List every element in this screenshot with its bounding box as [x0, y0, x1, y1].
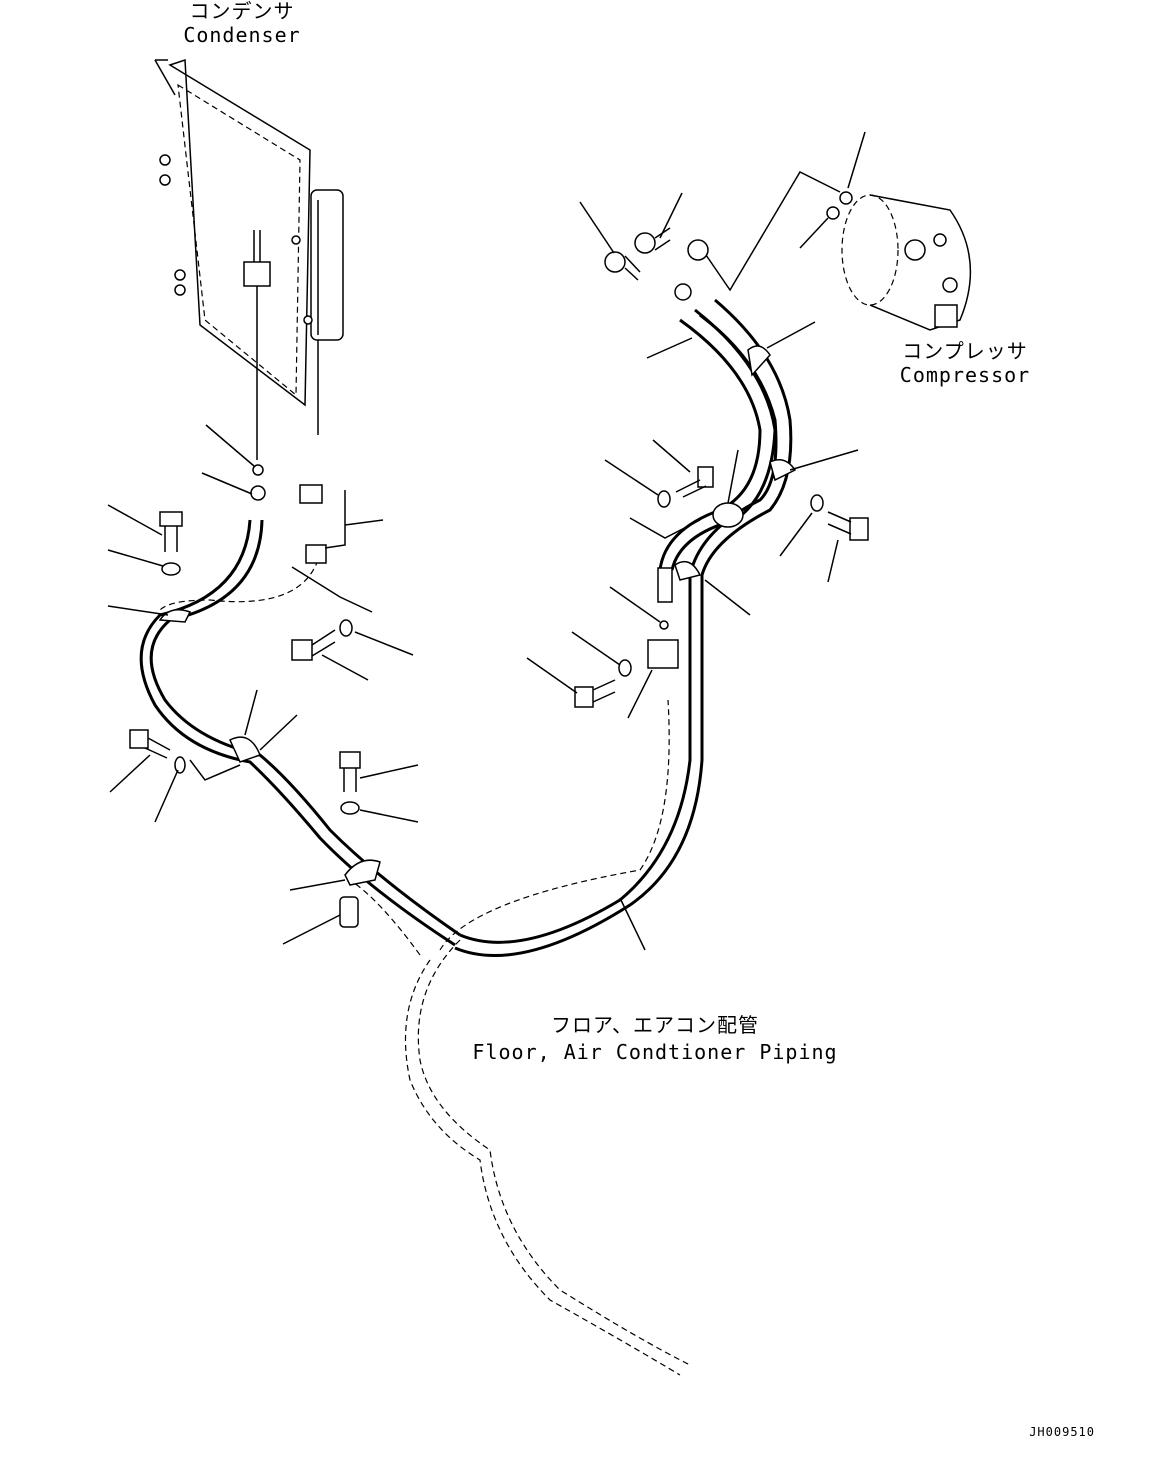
hoses [139, 298, 793, 1376]
piping-label-en: Floor, Air Condtioner Piping [472, 1040, 837, 1064]
text-labels: コンデンサ Condenser コンプレッサ Compressor フロア、エア… [183, 0, 1095, 1439]
clamps [158, 345, 797, 928]
leader-lines [107, 131, 866, 951]
condenser [154, 58, 344, 460]
condenser-label-en: Condenser [183, 23, 300, 47]
piping-label-jp: フロア、エアコン配管 [551, 1013, 759, 1037]
condenser-label-jp: コンデンサ [190, 0, 295, 23]
compressor-label-en: Compressor [900, 363, 1030, 387]
compressor [841, 194, 972, 331]
fasteners [129, 191, 869, 815]
compressor-label-jp: コンプレッサ [902, 339, 1027, 363]
drawing-id: JH009510 [1029, 1425, 1095, 1439]
